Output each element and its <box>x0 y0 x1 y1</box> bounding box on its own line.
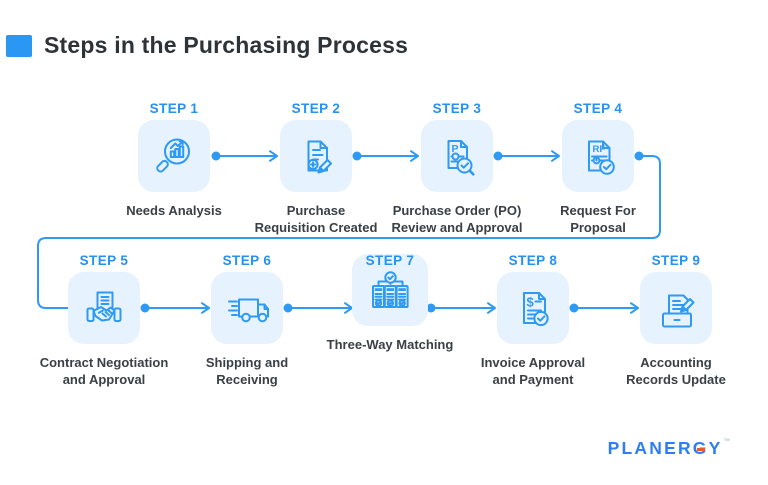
page-title: Steps in the Purchasing Process <box>44 32 409 58</box>
planergy-logo: PLANERGY ™ <box>608 438 730 458</box>
title-accent-square <box>6 34 32 57</box>
step-label: STEP 5 <box>79 253 129 268</box>
step-label: STEP 7 <box>365 253 415 268</box>
logo-g-accent <box>696 447 705 451</box>
step-label: STEP 2 <box>291 101 341 116</box>
needs-analysis-icon <box>138 120 210 192</box>
shipping-receiving-icon <box>211 272 283 344</box>
step-label: STEP 9 <box>651 253 701 268</box>
purchase-requisition-icon <box>280 120 352 192</box>
accounting-records-icon <box>640 272 712 344</box>
svg-text:P: P <box>452 143 459 155</box>
step-4: STEP 4 RF Request For Proposal <box>528 100 668 236</box>
step-caption: Purchase Order (PO) Review and Approval <box>391 203 523 235</box>
step-caption: Contract Negotiation and Approval <box>39 355 169 387</box>
svg-text:RF: RF <box>593 144 606 155</box>
step-label: STEP 6 <box>222 253 272 268</box>
step-3: STEP 3 P Purchase Order (PO) Review and … <box>387 100 527 236</box>
title-row: Steps in the Purchasing Process <box>6 32 408 59</box>
step-caption: Request For Proposal <box>560 203 636 235</box>
logo-wordmark: PLANERGY <box>607 438 723 458</box>
three-way-matching-icon <box>352 254 428 326</box>
step-caption: Purchase Requisition Created <box>254 203 378 235</box>
step-label: STEP 8 <box>508 253 558 268</box>
step-1: STEP 1 Needs Analysis <box>104 100 244 219</box>
step-5: STEP 5 Contract Negotiation and Approval <box>34 252 174 388</box>
step-caption: Needs Analysis <box>126 203 222 218</box>
step-2: STEP 2 Purchase Requisition Created <box>246 100 386 236</box>
planergy-logo-text: PLANERGY <box>608 438 723 458</box>
contract-negotiation-icon <box>68 272 140 344</box>
step-8: STEP 8 $ Invoice Approval and Payment <box>463 252 603 388</box>
request-for-proposal-icon: RF <box>562 120 634 192</box>
invoice-approval-icon: $ <box>497 272 569 344</box>
trademark-symbol: ™ <box>723 438 731 445</box>
step-label: STEP 1 <box>149 101 199 116</box>
step-9: STEP 9 Accounting Records Update <box>606 252 746 388</box>
po-review-icon: P <box>421 120 493 192</box>
step-label: STEP 4 <box>573 101 623 116</box>
step-7-label-wrap: STEP 7 <box>320 252 460 270</box>
step-caption: Three-Way Matching <box>326 337 454 352</box>
step-caption: Shipping and Receiving <box>205 355 289 387</box>
svg-text:$: $ <box>527 295 535 310</box>
step-caption: Invoice Approval and Payment <box>480 355 586 387</box>
step-caption: Accounting Records Update <box>626 355 726 387</box>
step-6: STEP 6 Shipping and Receiving <box>177 252 317 388</box>
step-label: STEP 3 <box>432 101 482 116</box>
step-7: Three-Way Matching <box>320 252 460 353</box>
